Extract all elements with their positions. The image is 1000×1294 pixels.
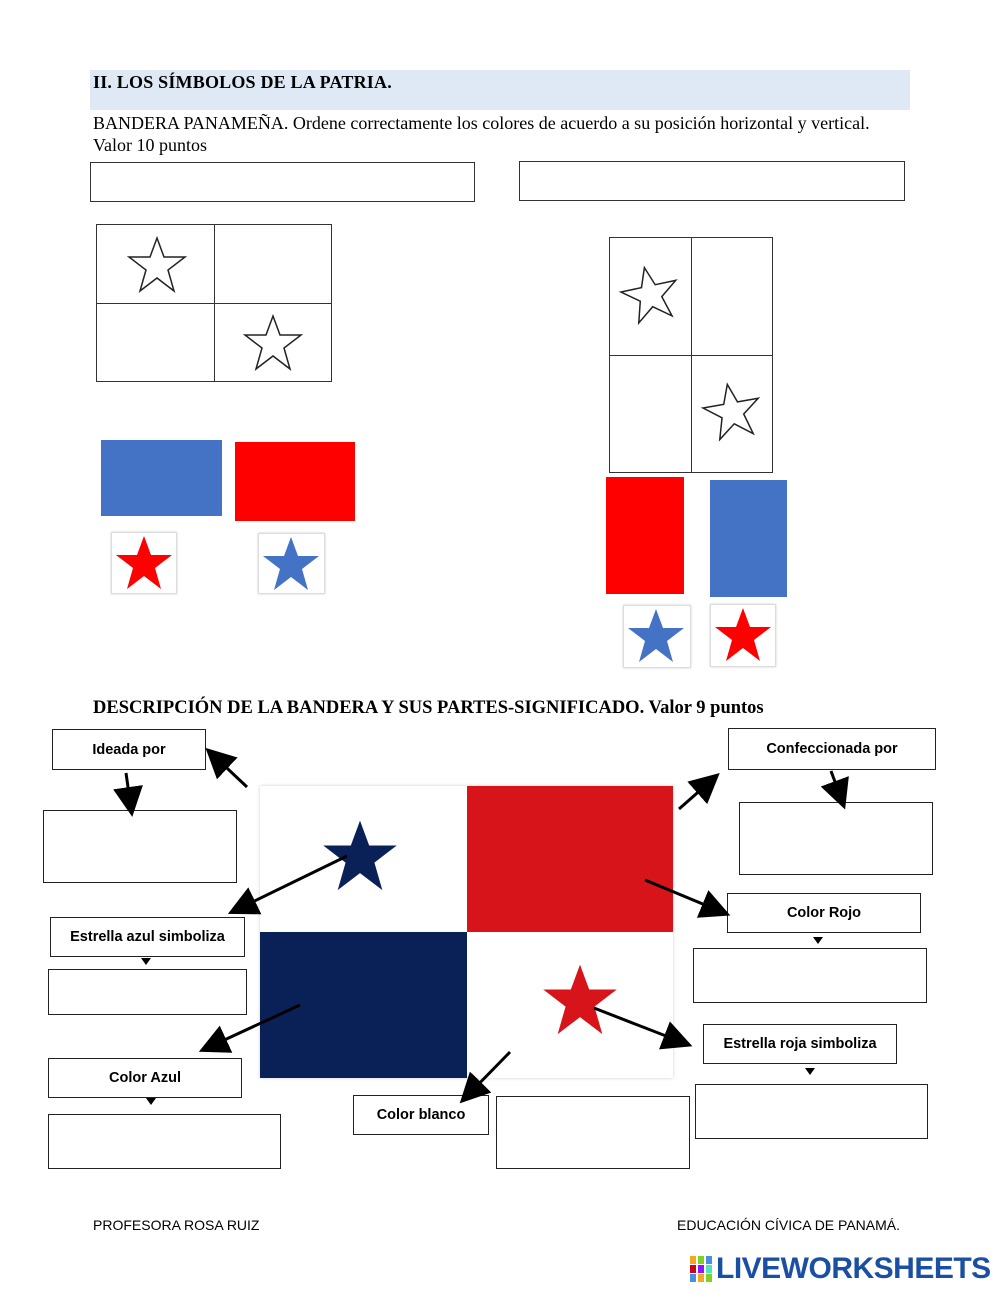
- brand-text: LIVEWORKSHEETS: [716, 1252, 991, 1285]
- label-color-blanco: Color blanco: [353, 1095, 489, 1135]
- arrow: [593, 1006, 693, 1050]
- red-rectangle-piece[interactable]: [235, 442, 355, 521]
- label-color-azul: Color Azul: [48, 1058, 242, 1098]
- red-star-piece[interactable]: [111, 532, 177, 594]
- outline-star-icon: [242, 313, 304, 371]
- arrow: [205, 747, 249, 789]
- flag-blue-star-icon: [323, 820, 397, 891]
- label-estrella-azul: Estrella azul simboliza: [50, 917, 245, 957]
- answer-box-estrella-azul[interactable]: [48, 969, 247, 1015]
- arrow: [644, 878, 731, 918]
- panama-flag: [260, 786, 673, 1078]
- answer-box-color-azul[interactable]: [48, 1114, 281, 1169]
- outline-star-icon: [618, 265, 678, 326]
- red-star-icon: [116, 536, 172, 589]
- blue-star-piece[interactable]: [258, 533, 325, 594]
- liveworksheets-brand: LIVEWORKSHEETS: [690, 1252, 991, 1286]
- blue-star-icon: [263, 537, 319, 590]
- outline-star-icon: [126, 235, 188, 293]
- flag-red-star-icon: [543, 964, 617, 1035]
- arrow: [459, 1050, 512, 1104]
- small-arrowhead: [141, 958, 151, 965]
- label-confeccionada-por: Confeccionada por: [728, 728, 936, 770]
- red-star-icon: [715, 608, 771, 661]
- label-estrella-roja: Estrella roja simboliza: [703, 1024, 897, 1064]
- flag-navy-quadrant: [260, 932, 467, 1078]
- answer-box-color-rojo[interactable]: [693, 948, 927, 1003]
- blue-rectangle-piece[interactable]: [101, 440, 222, 516]
- blank-flag-horizontal: [96, 224, 332, 382]
- label-color-rojo: Color Rojo: [727, 893, 921, 933]
- blue-star-piece[interactable]: [623, 605, 691, 668]
- answer-box-estrella-roja[interactable]: [695, 1084, 928, 1139]
- arrow: [227, 854, 348, 915]
- flag-red-quadrant: [467, 786, 673, 932]
- small-arrowhead: [146, 1098, 156, 1105]
- small-arrowhead: [805, 1068, 815, 1075]
- answer-box-color-blanco[interactable]: [496, 1096, 690, 1169]
- arrow: [198, 1003, 301, 1053]
- red-vertical-rectangle-piece[interactable]: [606, 477, 684, 594]
- section-title: II. LOS SÍMBOLOS DE LA PATRIA.: [93, 72, 392, 92]
- small-arrowhead: [813, 937, 823, 944]
- liveworksheets-logo-icon: [690, 1256, 712, 1282]
- blank-flag-vertical: [609, 237, 773, 473]
- footer-teacher: PROFESORA ROSA RUIZ: [93, 1217, 260, 1233]
- answer-box-ideada-por[interactable]: [43, 810, 237, 883]
- label-ideada-por: Ideada por: [52, 729, 206, 770]
- section-header-bar: [90, 70, 910, 110]
- red-star-piece[interactable]: [710, 604, 776, 667]
- answer-box-horizontal[interactable]: [90, 162, 475, 202]
- section2-title: DESCRIPCIÓN DE LA BANDERA Y SUS PARTES-S…: [93, 698, 764, 718]
- blue-star-icon: [628, 609, 684, 662]
- arrow: [820, 770, 849, 810]
- arrow: [678, 773, 720, 811]
- blue-vertical-rectangle-piece[interactable]: [710, 480, 787, 597]
- answer-box-vertical[interactable]: [519, 161, 905, 201]
- instructions-text: BANDERA PANAMEÑA. Ordene correctamente l…: [93, 113, 870, 155]
- answer-box-confeccionada-por[interactable]: [739, 802, 933, 875]
- outline-star-icon: [700, 382, 761, 442]
- footer-subject: EDUCACIÓN CÍVICA DE PANAMÁ.: [677, 1217, 901, 1233]
- arrow: [113, 772, 143, 817]
